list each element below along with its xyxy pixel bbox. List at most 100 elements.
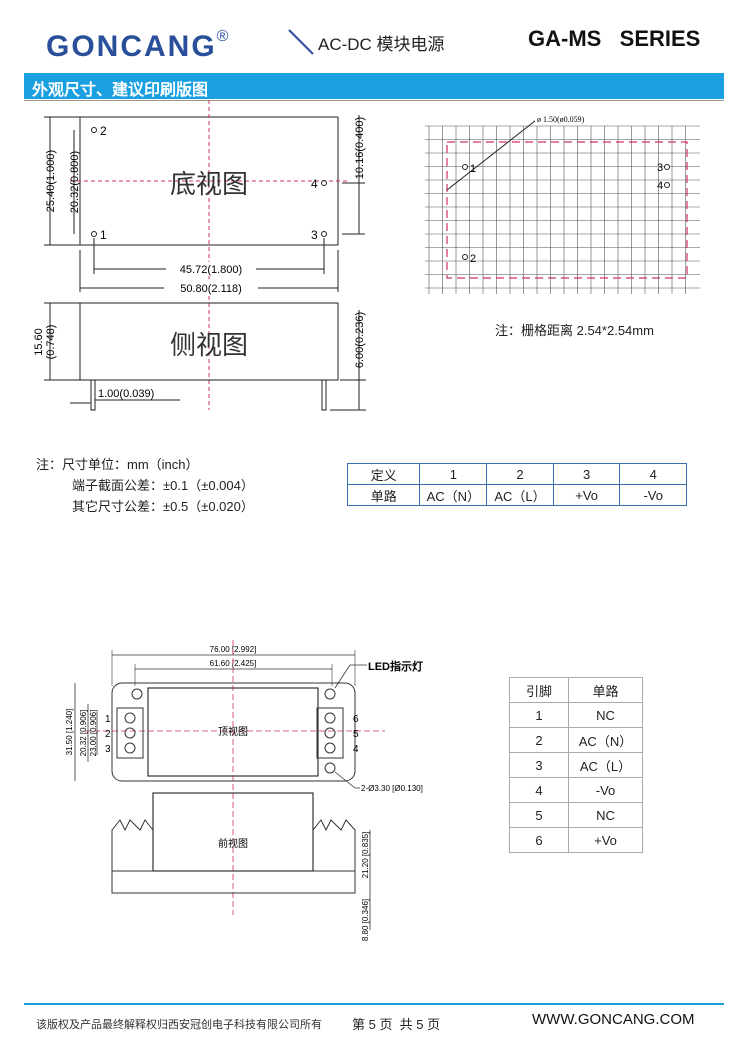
terminal-block-right bbox=[316, 707, 344, 759]
mechanical-drawing-1: 底视图 2 1 4 3 25.40(1.000) 20.32(0.800) 10… bbox=[33, 100, 366, 411]
pcb-pin-label: 3 bbox=[657, 162, 663, 174]
table-cell: 5 bbox=[509, 802, 569, 828]
leader-line bbox=[334, 664, 367, 689]
terminal-block-front-left bbox=[111, 819, 154, 871]
table-cell: AC（L） bbox=[568, 752, 643, 778]
pin-label: 2 bbox=[100, 124, 107, 138]
pin-hole bbox=[321, 231, 327, 237]
pcb-pin-hole bbox=[462, 164, 468, 170]
table-header-cell: 2 bbox=[486, 463, 554, 485]
table-cell: -Vo bbox=[619, 484, 687, 506]
dim-height-total: 31.50 [1.240] bbox=[65, 709, 74, 756]
top-view-outline bbox=[111, 682, 356, 782]
table-header-row: 引脚 单路 bbox=[509, 677, 643, 703]
pcb-pin-hole bbox=[664, 164, 670, 170]
notes-prefix: 注： bbox=[36, 457, 63, 472]
pin-dia-label: 1.00(0.039) bbox=[98, 388, 154, 400]
dim-height-label: 25.40(1.000) bbox=[45, 150, 57, 212]
table-row: 6+Vo bbox=[509, 827, 643, 853]
dim-height-a: 20.32 [0.906] bbox=[79, 710, 88, 757]
table-row: 4-Vo bbox=[509, 777, 643, 803]
bottom-view-title: 底视图 bbox=[170, 170, 248, 199]
note-units: 尺寸单位：mm（inch） bbox=[62, 457, 199, 472]
section-title: 外观尺寸、建议印刷版图 bbox=[32, 82, 209, 99]
dim-front-height: 21.20 [0.835] bbox=[361, 832, 370, 879]
banner-underline bbox=[24, 100, 724, 101]
table-cell: NC bbox=[568, 802, 643, 828]
pin-hole bbox=[321, 180, 327, 186]
table-header-cell: 1 bbox=[419, 463, 488, 485]
terminal-label: 1 bbox=[105, 714, 111, 725]
pcb-pin-hole bbox=[462, 254, 468, 260]
notes-block: 注：尺寸单位：mm（inch） 端子截面公差：±0.1（±0.004） 其它尺寸… bbox=[36, 454, 254, 517]
dim-height-b: 23.00 [0.906] bbox=[89, 710, 98, 757]
company-logo: GONCANG® bbox=[46, 28, 231, 64]
terminal-screw bbox=[324, 727, 336, 739]
dim-width-inner-label: 45.72(1.800) bbox=[180, 264, 242, 276]
front-view-title: 前视图 bbox=[218, 837, 248, 850]
pcb-pin-label: 4 bbox=[657, 180, 663, 192]
terminal-label: 5 bbox=[353, 729, 359, 740]
table-header-cell: 3 bbox=[552, 463, 621, 485]
pin-hole bbox=[91, 231, 97, 237]
grid-spacing-note: 注：栅格距离 2.54*2.54mm bbox=[495, 323, 654, 338]
dim-width-label: 50.80(2.118) bbox=[180, 283, 242, 295]
terminal-screw bbox=[124, 712, 136, 724]
side-view-outline bbox=[79, 302, 339, 381]
footer-website[interactable]: WWW.GONCANG.COM bbox=[532, 1011, 695, 1028]
pin-label: 1 bbox=[100, 228, 107, 242]
terminal-label: 4 bbox=[353, 744, 359, 755]
product-type: AC-DC 模块电源 bbox=[318, 35, 445, 54]
header-slash-decoration bbox=[288, 29, 314, 55]
mount-hole bbox=[324, 762, 336, 774]
terminal-screw bbox=[324, 742, 336, 754]
table-cell: AC（L） bbox=[486, 484, 554, 506]
footer-divider bbox=[24, 1003, 724, 1005]
terminal-label: 6 bbox=[353, 714, 359, 725]
top-view-title: 顶视图 bbox=[218, 725, 248, 738]
pcb-pin-hole bbox=[664, 182, 670, 188]
pcb-grid-layout: ø 1.50(ø0.059) 1 3 4 2 bbox=[425, 112, 700, 294]
note-terminal-tolerance: 端子截面公差：±0.1（±0.004） bbox=[72, 478, 254, 493]
mechanical-drawing-2: 76.00 [2.992] 61.60 [2.425] LED指示灯 顶视图 1… bbox=[65, 640, 423, 941]
table-cell: 3 bbox=[509, 752, 569, 778]
led-indicator-label: LED指示灯 bbox=[368, 659, 423, 673]
registered-mark: ® bbox=[216, 28, 231, 45]
table-cell: 2 bbox=[509, 727, 569, 753]
table-row: 单路 AC（N） AC（L） +Vo -Vo bbox=[346, 484, 687, 506]
table-cell: 6 bbox=[509, 827, 569, 853]
pin-lead bbox=[90, 379, 96, 411]
logo-text: GONCANG bbox=[46, 30, 217, 63]
leader-line bbox=[446, 116, 541, 191]
side-height-label-b: (0.748) bbox=[45, 325, 57, 360]
terminal-screw bbox=[124, 727, 136, 739]
note-other-tolerance: 其它尺寸公差：±0.5（±0.020） bbox=[72, 499, 254, 514]
dim-inner-height-label: 20.32(0.800) bbox=[69, 151, 81, 213]
table-header-cell: 引脚 bbox=[509, 677, 569, 703]
led-circle bbox=[324, 688, 336, 700]
terminal-label: 2 bbox=[105, 729, 111, 740]
table-cell: NC bbox=[568, 702, 643, 728]
pcb-pin-label: 1 bbox=[470, 163, 476, 175]
table-header-cell: 定义 bbox=[346, 463, 421, 485]
pin-lead bbox=[321, 379, 327, 411]
dim-pin-height: 8.80 [0.346] bbox=[361, 899, 370, 941]
mount-hole bbox=[131, 688, 143, 700]
dim-right-label: 10.16(0.400) bbox=[354, 117, 366, 179]
footer-copyright: 该版权及产品最终解释权归西安冠创电子科技有限公司所有 bbox=[36, 1019, 322, 1031]
table-cell: 1 bbox=[509, 702, 569, 728]
table-cell: AC（N） bbox=[568, 727, 643, 753]
table-cell: AC（N） bbox=[419, 484, 488, 506]
pcb-pin-label: 2 bbox=[470, 253, 476, 265]
side-view-title: 侧视图 bbox=[170, 331, 248, 360]
hole-label: ø 1.50(ø0.059) bbox=[537, 115, 585, 124]
terminal-label: 3 bbox=[105, 744, 111, 755]
module-outline bbox=[446, 141, 688, 279]
footer-page-number: 第 5 页 共 5 页 bbox=[352, 1017, 441, 1032]
terminal-screw bbox=[124, 742, 136, 754]
